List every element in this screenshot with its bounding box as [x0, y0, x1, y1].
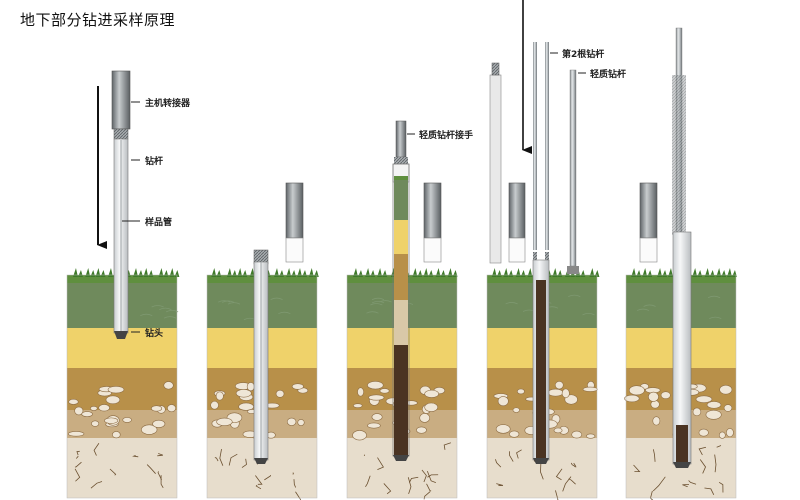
second-drill-rod [533, 42, 549, 260]
label-drill-rod: 钻杆 [145, 155, 163, 167]
light-rod-adapter [395, 120, 407, 158]
label-second-rod: 第2根钻杆 [562, 48, 604, 60]
drill-bit [114, 331, 128, 339]
stage-1 [97, 70, 131, 339]
label-light-rod-adapter: 轻质钻杆接手 [419, 129, 473, 141]
soil-panel [66, 268, 180, 499]
extracted-core [392, 163, 410, 461]
stage-3 [392, 120, 442, 461]
light-rod-standby [489, 74, 502, 264]
label-light-rod: 轻质钻杆 [590, 68, 626, 80]
sample-tube-standby [285, 182, 304, 239]
stage-5 [639, 27, 692, 468]
page-title: 地下部分钻进采样原理 [20, 11, 176, 29]
host-adapter [111, 70, 131, 130]
sample-tube-standby [639, 182, 658, 239]
label-drill-bit: 钻头 [145, 327, 163, 339]
sample-tube-standby [508, 182, 526, 239]
stage-2 [253, 182, 304, 464]
light-drill-rod [567, 69, 579, 274]
label-sample-tube: 样品管 [145, 216, 172, 228]
sample-tube-standby [423, 182, 442, 239]
stage-4 [489, 0, 579, 464]
callouts: 主机转接器 钻杆 样品管 钻头 轻质钻杆接手 第2根钻杆 轻质钻杆 [122, 48, 626, 339]
label-host-adapter: 主机转接器 [145, 97, 191, 109]
